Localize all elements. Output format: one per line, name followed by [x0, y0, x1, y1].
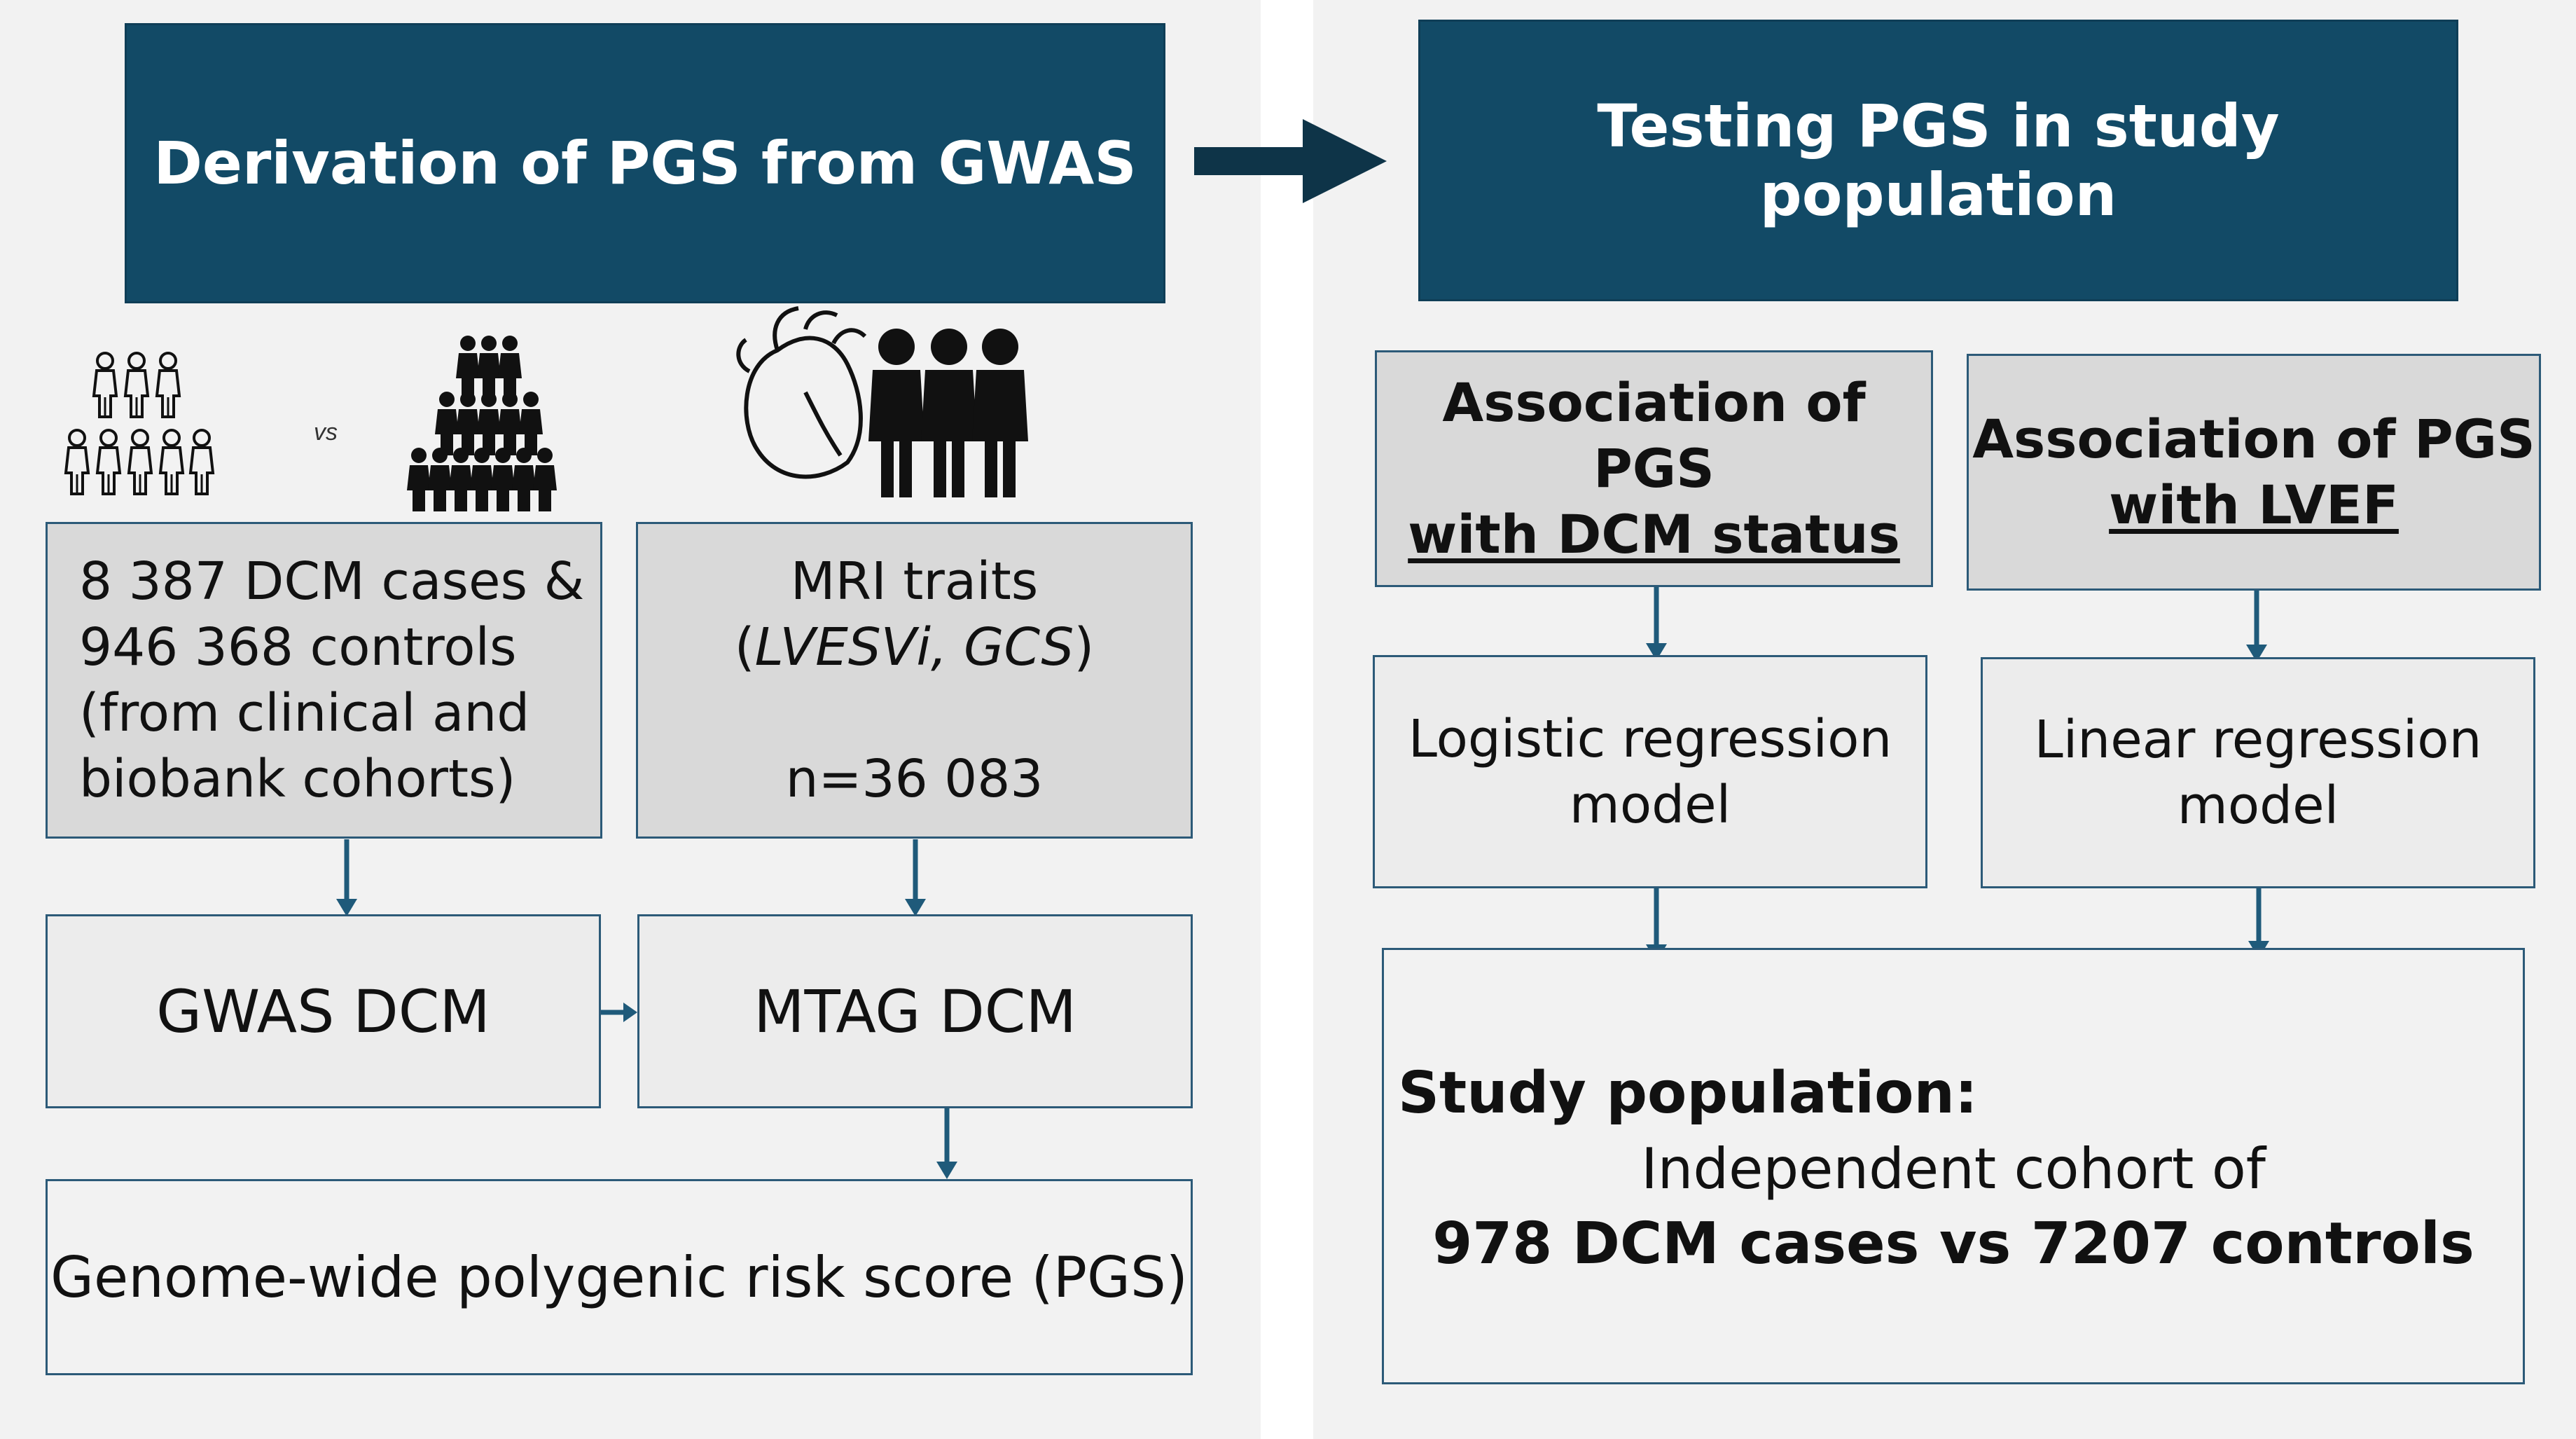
mtag-label: MTAG DCM: [754, 977, 1076, 1046]
left-header: Derivation of PGS from GWAS: [125, 23, 1165, 303]
vs-label: vs: [314, 419, 338, 446]
heart-icon: [736, 306, 867, 479]
mri-box: MRI traits (LVESVi, GCS) n=36 083: [636, 522, 1193, 839]
large-population-icon: [407, 336, 557, 511]
right-header: Testing PGS in study population: [1418, 20, 2458, 301]
assoc-dcm-box: Association of PGS with DCM status: [1375, 350, 1933, 587]
mri-title: MRI traits: [790, 551, 1039, 612]
logistic-line-2: model: [1569, 774, 1731, 835]
cases-line-3: (from clinical and: [79, 683, 530, 743]
study-population-box: Study population: Independent cohort of …: [1382, 948, 2525, 1384]
linear-line-1: Linear regression: [2034, 710, 2482, 770]
cases-line-1: 8 387 DCM cases &: [79, 551, 585, 612]
study-line-2: 978 DCM cases vs 7207 controls: [1432, 1211, 2474, 1277]
gwas-box: GWAS DCM: [46, 914, 601, 1108]
study-line-1: Independent cohort of: [1641, 1136, 2266, 1202]
assoc-lvef-box: Association of PGS with LVEF: [1967, 354, 2541, 591]
small-population-icon: [64, 352, 214, 495]
cases-line-4: biobank cohorts): [79, 749, 516, 809]
cases-line-2: 946 368 controls: [79, 617, 517, 677]
gwas-label: GWAS DCM: [156, 977, 490, 1046]
mri-n: n=36 083: [785, 749, 1044, 809]
mri-traits: (LVESVi, GCS): [734, 617, 1095, 677]
study-title: Study population:: [1398, 1060, 1978, 1127]
assoc-dcm-line-1: Association of PGS: [1442, 371, 1866, 500]
logistic-line-1: Logistic regression: [1408, 708, 1892, 769]
pgs-label: Genome-wide polygenic risk score (PGS): [50, 1244, 1188, 1310]
assoc-lvef-line-2: with LVEF: [2109, 474, 2399, 536]
main-arrow: [1194, 119, 1387, 203]
logistic-box: Logistic regression model: [1373, 655, 1927, 888]
assoc-dcm-line-2: with DCM status: [1408, 503, 1900, 565]
linear-box: Linear regression model: [1981, 657, 2535, 888]
assoc-lvef-line-1: Association of PGS: [1972, 408, 2535, 470]
three-people-icon: [868, 329, 1028, 497]
cases-box: 8 387 DCM cases & 946 368 controls (from…: [46, 522, 602, 839]
linear-line-2: model: [2177, 776, 2339, 836]
pgs-box: Genome-wide polygenic risk score (PGS): [46, 1179, 1193, 1375]
mtag-box: MTAG DCM: [637, 914, 1193, 1108]
right-header-label: Testing PGS in study population: [1597, 92, 2280, 229]
left-header-label: Derivation of PGS from GWAS: [153, 129, 1137, 198]
